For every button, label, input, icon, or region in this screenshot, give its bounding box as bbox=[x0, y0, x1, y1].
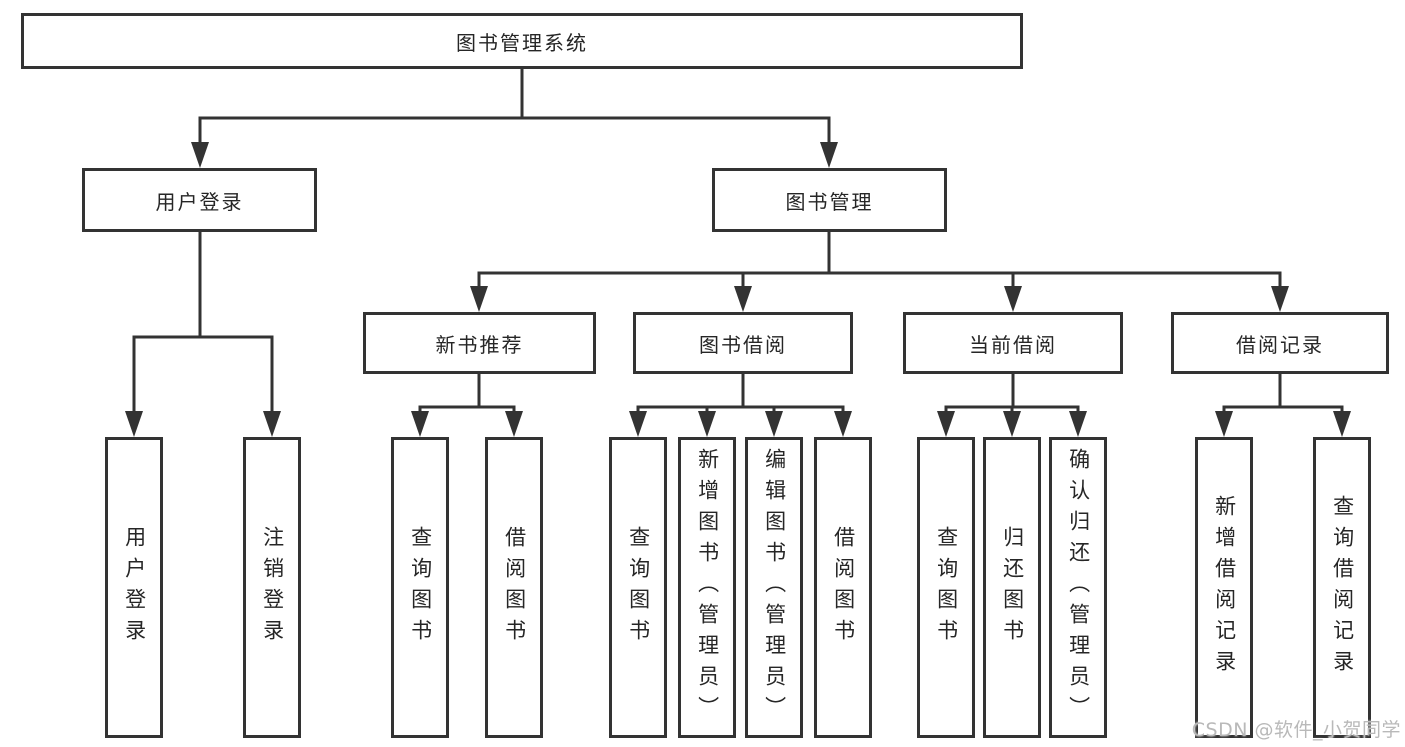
node-current-borrowing: 当前借阅 bbox=[903, 312, 1123, 374]
node-label: 新增图书（管理员） bbox=[695, 448, 720, 727]
node-label: 图书借阅 bbox=[699, 332, 787, 357]
connector-book-management-children bbox=[470, 230, 1289, 312]
connector-new-book-recommendation-children bbox=[411, 372, 523, 437]
node-label: 编辑图书（管理员） bbox=[762, 448, 787, 727]
leaf-add-books-admin: 新增图书（管理员） bbox=[678, 437, 736, 738]
node-label: 查询图书 bbox=[408, 525, 433, 650]
node-label: 归还图书 bbox=[1000, 525, 1025, 650]
node-label: 新增借阅记录 bbox=[1212, 494, 1237, 681]
watermark: CSDN @软件_小贺同学 bbox=[1191, 719, 1401, 741]
node-label: 查询图书 bbox=[934, 525, 959, 650]
node-label: 查询图书 bbox=[626, 525, 651, 650]
node-label: 图书管理 bbox=[785, 189, 874, 214]
node-label: 当前借阅 bbox=[969, 332, 1057, 357]
node-book-borrowing: 图书借阅 bbox=[633, 312, 853, 374]
node-label: 借阅图书 bbox=[831, 525, 856, 650]
connector-user-login-children bbox=[125, 230, 281, 437]
leaf-borrow-books-recommend: 借阅图书 bbox=[485, 437, 543, 738]
connector-current-borrowing-children bbox=[937, 372, 1087, 437]
leaf-edit-books-admin: 编辑图书（管理员） bbox=[745, 437, 803, 738]
connector-book-borrowing-children bbox=[629, 372, 852, 437]
node-label: 借阅图书 bbox=[502, 525, 527, 650]
leaf-add-borrowing-record: 新增借阅记录 bbox=[1195, 437, 1253, 738]
leaf-logout: 注销登录 bbox=[243, 437, 301, 738]
node-new-book-recommendation: 新书推荐 bbox=[363, 312, 596, 374]
leaf-confirm-return-admin: 确认归还（管理员） bbox=[1049, 437, 1107, 738]
node-label: 借阅记录 bbox=[1236, 332, 1324, 357]
node-label: 新书推荐 bbox=[435, 332, 524, 357]
leaf-return-books: 归还图书 bbox=[983, 437, 1041, 738]
node-user-login: 用户登录 bbox=[82, 168, 317, 232]
node-label: 图书管理系统 bbox=[456, 30, 588, 55]
node-label: 用户登录 bbox=[122, 525, 147, 650]
leaf-borrow-books: 借阅图书 bbox=[814, 437, 872, 738]
leaf-search-borrowing-record: 查询借阅记录 bbox=[1313, 437, 1371, 738]
node-book-management: 图书管理 bbox=[712, 168, 947, 232]
connector-root-to-level2 bbox=[191, 67, 838, 168]
node-library-management-system: 图书管理系统 bbox=[21, 13, 1023, 69]
node-label: 确认归还（管理员） bbox=[1066, 448, 1091, 727]
node-borrowing-records: 借阅记录 bbox=[1171, 312, 1389, 374]
leaf-search-books-borrowing: 查询图书 bbox=[609, 437, 667, 738]
node-label: 查询借阅记录 bbox=[1330, 494, 1355, 681]
node-label: 注销登录 bbox=[260, 525, 285, 650]
leaf-search-books-current: 查询图书 bbox=[917, 437, 975, 738]
leaf-search-books-recommend: 查询图书 bbox=[391, 437, 449, 738]
connector-borrowing-records-children bbox=[1215, 372, 1351, 437]
leaf-user-login: 用户登录 bbox=[105, 437, 163, 738]
node-label: 用户登录 bbox=[155, 189, 244, 214]
